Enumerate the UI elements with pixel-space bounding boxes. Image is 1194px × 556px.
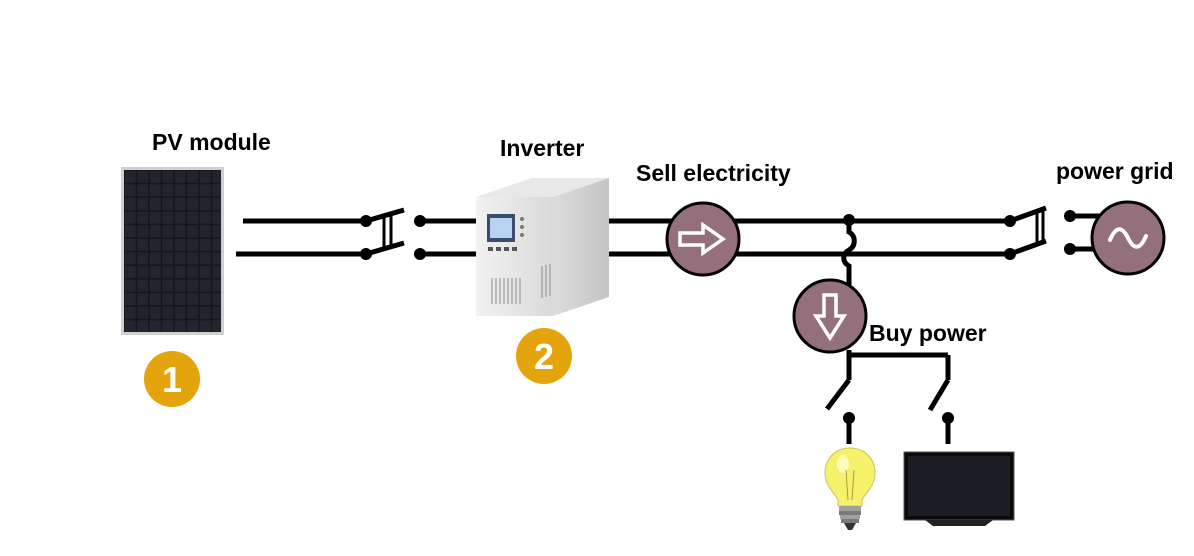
sell-meter	[665, 201, 741, 277]
television-icon	[903, 451, 1015, 526]
load-branch	[841, 214, 951, 380]
inverter-number-text: 2	[534, 336, 554, 377]
load-switch-1	[825, 378, 855, 444]
pv-number-text: 1	[162, 359, 182, 400]
buy-power-label: Buy power	[869, 320, 987, 346]
load-switch-2	[927, 378, 954, 444]
power-grid-label: power grid	[1056, 158, 1174, 184]
arrow-right-icon	[678, 221, 727, 257]
grid-disconnect-switch	[1004, 205, 1100, 260]
inverter-unit	[476, 178, 609, 316]
inverter-number-badge: 2	[516, 328, 572, 384]
pv-module	[121, 167, 224, 335]
light-bulb-icon	[824, 447, 876, 530]
pv-module-label: PV module	[152, 129, 271, 155]
arrow-down-icon	[812, 293, 848, 342]
buy-meter	[792, 278, 868, 354]
pv-number-badge: 1	[144, 351, 200, 407]
dc-wires	[236, 218, 476, 257]
ac-sine-icon	[1108, 227, 1148, 249]
grid-source	[1090, 200, 1166, 276]
sell-electricity-label: Sell electricity	[636, 160, 791, 186]
dc-disconnect-switch	[360, 207, 426, 260]
inverter-label: Inverter	[500, 135, 585, 161]
